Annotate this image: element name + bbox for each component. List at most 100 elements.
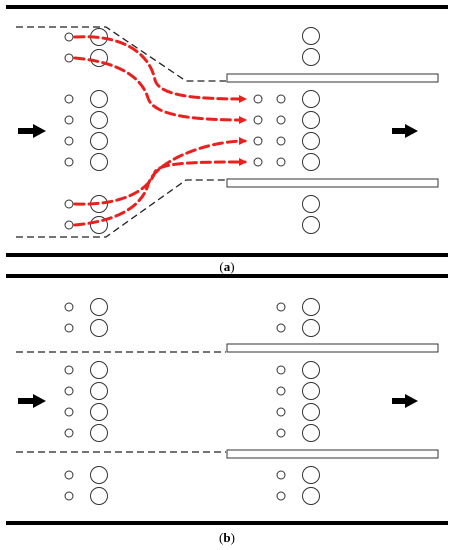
large-particle — [90, 298, 108, 316]
large-particle — [90, 132, 108, 150]
label-close-paren: ) — [230, 259, 235, 274]
bottom-wall — [6, 521, 448, 525]
small-particle — [276, 302, 286, 312]
large-particle — [90, 111, 108, 129]
large-particle — [90, 319, 108, 337]
large-particle — [302, 382, 320, 400]
large-particle — [302, 90, 320, 108]
small-particle — [253, 94, 263, 104]
small-particle — [276, 470, 286, 480]
large-particle — [302, 111, 320, 129]
large-particle — [302, 216, 320, 234]
large-particle — [90, 90, 108, 108]
label-close-paren: ) — [230, 530, 235, 545]
large-particle — [302, 487, 320, 505]
small-particle — [64, 53, 74, 63]
small-particle — [276, 407, 286, 417]
small-particle — [64, 157, 74, 167]
small-particle — [253, 157, 263, 167]
right-arrow-icon — [392, 398, 406, 404]
large-particle — [302, 466, 320, 484]
label-open-paren: ( — [219, 259, 224, 274]
outflow-arrow — [392, 124, 418, 138]
right-particle-group — [253, 27, 320, 234]
small-particle — [64, 199, 74, 209]
panel-b — [6, 274, 448, 525]
small-particle — [253, 136, 263, 146]
right-arrow-icon — [33, 394, 46, 408]
large-particle — [90, 382, 108, 400]
small-particle — [64, 491, 74, 501]
small-particle — [276, 365, 286, 375]
flow-path — [73, 35, 247, 103]
right-arrow-icon — [405, 394, 418, 408]
large-particle — [90, 466, 108, 484]
small-particle — [276, 386, 286, 396]
label-open-paren: ( — [219, 530, 224, 545]
flow-path — [73, 56, 247, 124]
right-arrow-icon — [405, 124, 418, 138]
small-particle — [253, 115, 263, 125]
lower-channel-plate — [226, 178, 439, 188]
small-particle — [64, 94, 74, 104]
top-wall — [6, 5, 448, 9]
large-particle — [302, 48, 320, 66]
inflow-arrow — [18, 394, 46, 408]
small-particle — [64, 115, 74, 125]
small-particle — [276, 115, 286, 125]
upper-channel-plate — [226, 73, 439, 83]
large-particle — [302, 361, 320, 379]
right-particle-group — [276, 298, 320, 505]
small-particle — [276, 491, 286, 501]
label-letter: a — [223, 259, 231, 274]
panel-b-label: (b) — [0, 530, 454, 546]
panel-a — [6, 5, 448, 257]
large-particle — [302, 27, 320, 45]
large-particle — [302, 153, 320, 171]
large-particle — [90, 153, 108, 171]
right-arrow-icon — [18, 398, 34, 404]
small-particle — [64, 136, 74, 146]
top-wall — [6, 274, 448, 278]
small-particle — [64, 428, 74, 438]
particle-flow-paths — [73, 35, 247, 227]
bottom-wall — [6, 253, 448, 257]
small-particle — [276, 428, 286, 438]
small-particle — [64, 386, 74, 396]
right-arrow-icon — [33, 124, 46, 138]
large-particle — [302, 403, 320, 421]
large-particle — [302, 132, 320, 150]
lower-dashed-boundary — [16, 179, 226, 238]
large-particle — [90, 361, 108, 379]
flow-path — [73, 158, 247, 206]
upper-dashed-boundary — [16, 26, 226, 82]
small-particle — [64, 323, 74, 333]
small-particle — [276, 136, 286, 146]
left-particle-group — [64, 28, 108, 234]
panel-a-label: (a) — [0, 259, 454, 275]
large-particle — [90, 403, 108, 421]
small-particle — [276, 323, 286, 333]
small-particle — [64, 302, 74, 312]
outflow-arrow — [392, 394, 418, 408]
small-particle — [64, 365, 74, 375]
small-particle — [64, 220, 74, 230]
small-particle — [276, 157, 286, 167]
large-particle — [302, 424, 320, 442]
small-particle — [64, 470, 74, 480]
right-arrow-icon — [18, 128, 34, 134]
inflow-arrow — [18, 124, 46, 138]
large-particle — [90, 487, 108, 505]
upper-channel-plate — [226, 343, 439, 353]
left-particle-group — [64, 298, 108, 505]
large-particle — [90, 424, 108, 442]
small-particle — [64, 407, 74, 417]
small-particle — [276, 94, 286, 104]
lower-channel-plate — [226, 449, 439, 459]
large-particle — [302, 298, 320, 316]
right-arrow-icon — [392, 128, 406, 134]
small-particle — [64, 32, 74, 42]
label-letter: b — [223, 530, 231, 545]
large-particle — [302, 319, 320, 337]
